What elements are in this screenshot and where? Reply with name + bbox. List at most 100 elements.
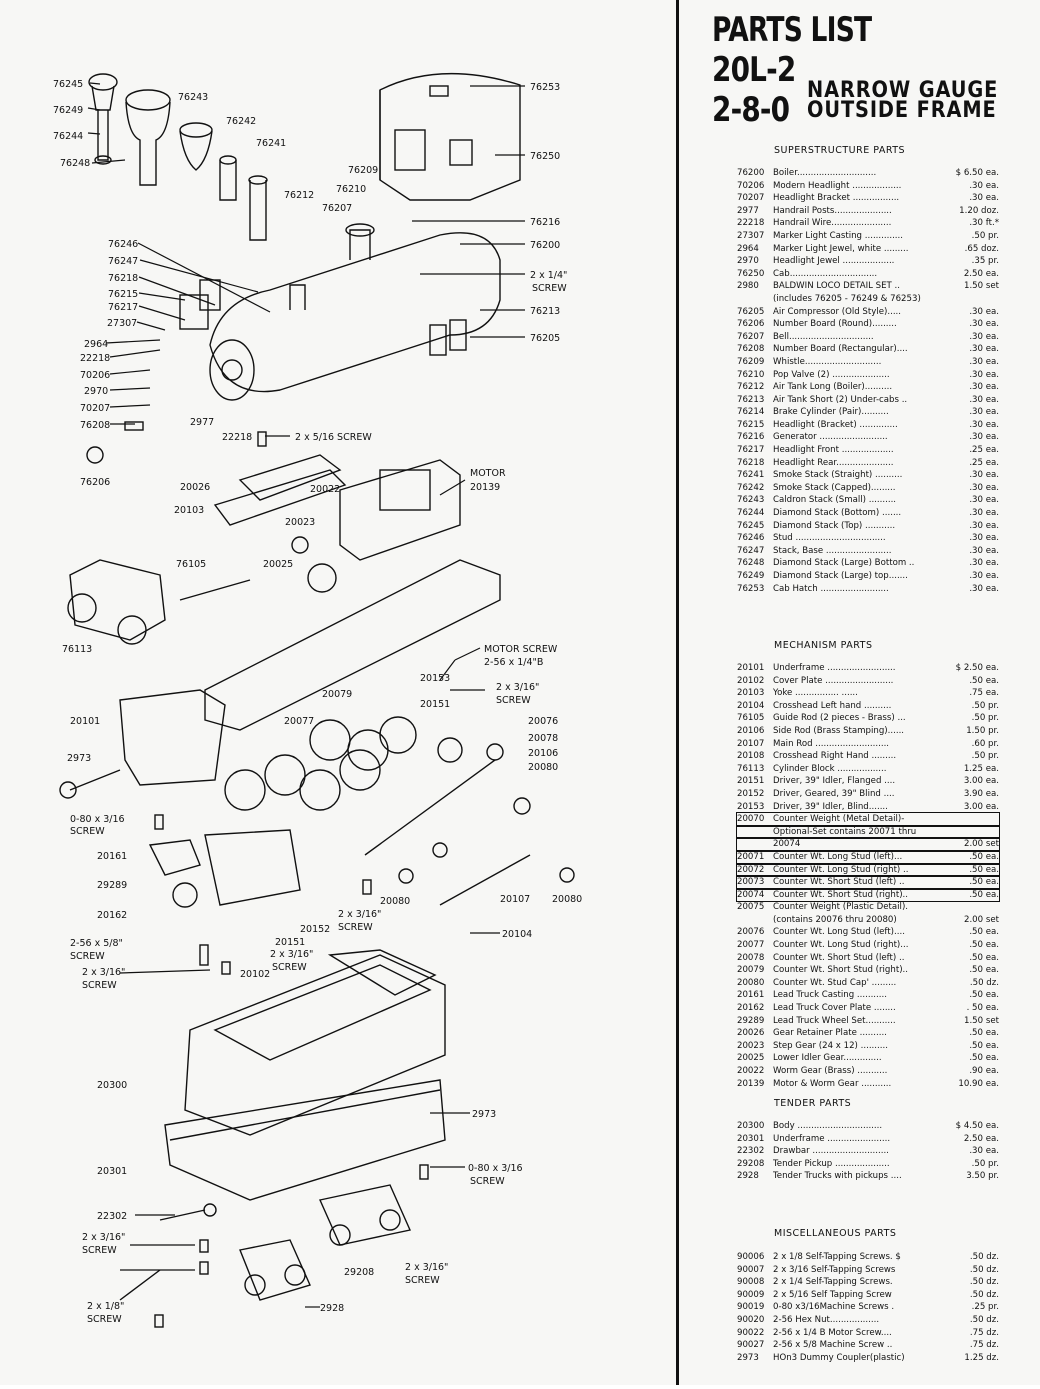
part-description: Smoke Stack (Straight) ..........: [773, 470, 903, 481]
diagram-label: 76246: [108, 239, 138, 250]
diagram-label: 76216: [530, 217, 560, 228]
diagram-label: 20022: [310, 484, 340, 495]
part-price: . 50 ea.: [966, 1003, 999, 1014]
part-number: 76209: [737, 356, 765, 367]
part-number: 90008: [737, 1277, 765, 1288]
part-number: 29208: [737, 1158, 765, 1169]
part-description: 2-56 x 1/4 B Motor Screw....: [773, 1327, 892, 1338]
part-price: .50 ea.: [969, 851, 999, 862]
part-number: 76207: [737, 331, 765, 342]
part-price: 3.90 ea.: [963, 788, 999, 799]
part-description: Lower Idler Gear..............: [773, 1053, 882, 1064]
part-number: 90027: [737, 1340, 765, 1351]
part-number: 20077: [737, 940, 765, 951]
diagram-label: 20301: [97, 1166, 127, 1177]
part-number: 20071: [737, 851, 765, 862]
part-description: Counter Weight (Plastic Detail).: [773, 902, 909, 913]
diagram-label: 20102: [240, 969, 270, 980]
part-number: 20026: [737, 1028, 765, 1039]
part-number: 76216: [737, 432, 765, 443]
diagram-label: 20079: [322, 689, 352, 700]
part-description: Cab Hatch .........................: [773, 583, 889, 594]
subtitle-line-2: OUTSIDE FRAME: [807, 98, 997, 123]
diagram-label: SCREW: [532, 283, 567, 294]
diagram-label: 76207: [322, 203, 352, 214]
diagram-label: 76205: [530, 333, 560, 344]
diagram-label: 76242: [226, 116, 256, 127]
part-number: 20073: [737, 877, 765, 888]
part-price: 1.25 ea.: [963, 763, 999, 774]
part-price: [945, 813, 999, 826]
part-price: 1.50 set: [963, 1015, 999, 1026]
part-price: .50 dz.: [969, 1289, 999, 1300]
diagram-label: 2 x 1/8": [87, 1301, 124, 1312]
model-number: 20L-2: [712, 50, 796, 90]
part-number: 76214: [737, 407, 765, 418]
part-description: Marker Light Casting ..............: [773, 230, 903, 241]
part-price: [945, 901, 999, 914]
part-price: .50 ea.: [969, 940, 999, 951]
diagram-label: 0-80 x 3/16: [468, 1163, 523, 1174]
part-description: Motor & Worm Gear ...........: [773, 1078, 892, 1089]
part-price: .60 pr.: [971, 738, 999, 749]
part-price: .50 ea.: [969, 965, 999, 976]
part-description: Optional-Set contains 20071 thru: [773, 826, 917, 837]
section-title: TENDER PARTS: [774, 1098, 852, 1109]
diagram-label: SCREW: [82, 980, 117, 991]
part-row: (contains 20076 thru 20080)2.00 set: [737, 914, 999, 927]
part-number: 76242: [737, 482, 765, 493]
diagram-label: SCREW: [338, 922, 373, 933]
diagram-label: 76206: [80, 477, 110, 488]
diagram-label: 76212: [284, 190, 314, 201]
part-price: .30 ea.: [969, 432, 999, 443]
diagram-label: 20139: [470, 482, 500, 493]
part-description: Diamond Stack (Large) Bottom ..: [773, 558, 915, 569]
part-price: $ 2.50 ea.: [955, 663, 999, 673]
part-number: 20108: [737, 751, 765, 762]
part-description: Lead Truck Wheel Set...........: [773, 1015, 896, 1026]
diagram-label: 2973: [67, 753, 91, 764]
exploded-diagram: 76245 76249 76244 76248 76243 76242 7624…: [53, 72, 582, 1328]
diagram-label: 76249: [53, 105, 83, 116]
diagram-label: SCREW: [82, 1245, 117, 1256]
part-description: Step Gear (24 x 12) ..........: [773, 1040, 888, 1051]
part-row: Optional-Set contains 20071 thru: [736, 824, 1000, 840]
part-row: (includes 76205 - 76249 & 76253): [737, 293, 999, 306]
part-price: 3.00 ea.: [963, 801, 999, 812]
part-price: 2.50 ea.: [963, 268, 999, 279]
part-price: .30 ea.: [969, 419, 999, 430]
part-description: Brake Cylinder (Pair)..........: [773, 407, 889, 418]
part-description: Diamond Stack (Top) ...........: [773, 520, 896, 531]
part-description: 2-56 Hex Nut..................: [773, 1314, 880, 1325]
part-number: 76248: [737, 558, 765, 569]
part-price: .75 dz.: [969, 1340, 999, 1351]
part-description: Driver, 39" Idler, Flanged ....: [773, 776, 896, 787]
part-number: 76218: [737, 457, 765, 468]
diagram-label: 0-80 x 3/16: [70, 814, 125, 825]
part-description: Headlight Bracket .................: [773, 193, 900, 204]
part-number: 20074: [737, 889, 765, 900]
